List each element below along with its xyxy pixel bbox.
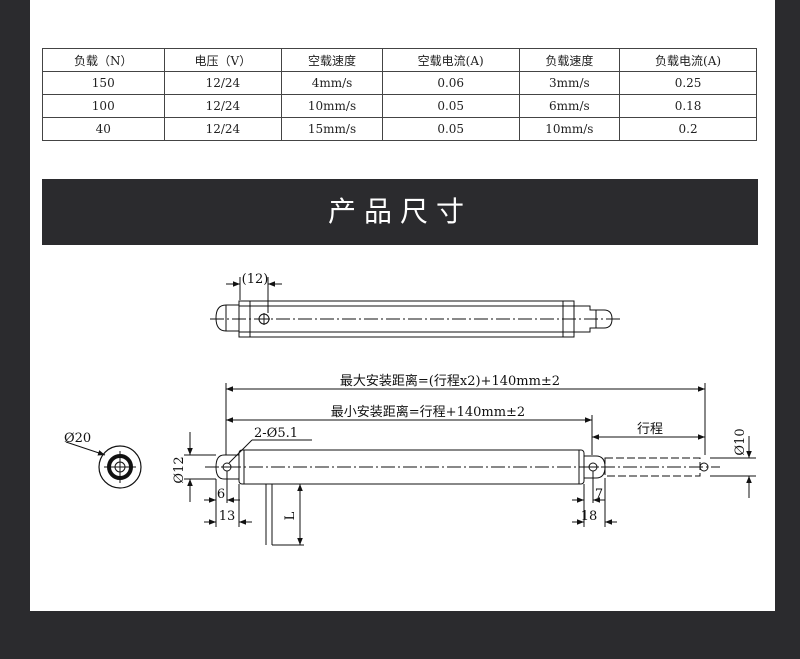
dim-6-13-lines [204, 471, 252, 527]
table-cell: 0.05 [381, 94, 520, 118]
dim-10-lines [710, 436, 756, 498]
table-cell: 150 [42, 71, 165, 95]
table-cell: 100 [42, 94, 165, 118]
header-cell: 空载电流(A) [381, 48, 520, 72]
dim-7-label: 7 [595, 487, 603, 502]
top-view-actuator [210, 277, 620, 338]
dimension-drawing: (12) 最大安装距离=(行程x2)+140mm±2 最小安装距离=行程+140… [64, 272, 756, 546]
table-cell: 4mm/s [281, 71, 383, 95]
dim-L-label: L [283, 511, 298, 520]
section-banner: 产品尺寸 [42, 179, 758, 245]
dim-18-label: 18 [581, 509, 598, 524]
table-cell: 0.25 [619, 71, 757, 95]
table-cell: 10mm/s [518, 117, 621, 141]
table-row: 40 12/24 15mm/s 0.05 10mm/s 0.2 [42, 117, 757, 141]
dim-12-lines [184, 432, 216, 502]
dia-20-label: Ø20 [64, 431, 91, 446]
header-cell: 空载速度 [281, 48, 383, 72]
front-view-actuator [205, 449, 720, 545]
dim-6-label: 6 [217, 487, 225, 502]
header-cell: 负载（N） [42, 48, 165, 72]
table-cell: 15mm/s [281, 117, 383, 141]
header-cell: 负载电流(A) [619, 48, 757, 72]
spec-table: 负载（N） 电压（V） 空载速度 空载电流(A) 负载速度 负载电流(A) 15… [42, 48, 757, 141]
table-row: 100 12/24 10mm/s 0.05 6mm/s 0.18 [42, 94, 757, 118]
table-cell: 3mm/s [518, 71, 621, 95]
table-cell: 12/24 [163, 117, 283, 141]
dim-13-label: 13 [219, 509, 236, 524]
dim-label-top: (12) [242, 272, 269, 287]
dia-12-label: Ø12 [172, 456, 187, 483]
max-install-label: 最大安装距离=(行程x2)+140mm±2 [340, 373, 560, 389]
table-row: 150 12/24 4mm/s 0.06 3mm/s 0.25 [42, 71, 757, 95]
table-cell: 10mm/s [281, 94, 383, 118]
min-install-label: 最小安装距离=行程+140mm±2 [331, 404, 525, 420]
dim-7-18-lines [572, 471, 617, 527]
header-cell: 电压（V） [163, 48, 283, 72]
table-cell: 0.06 [381, 71, 520, 95]
dim-L-lines [272, 483, 304, 546]
section-title: 产品尺寸 [327, 195, 472, 228]
table-header-row: 负载（N） 电压（V） 空载速度 空载电流(A) 负载速度 负载电流(A) [42, 48, 757, 72]
hole-spec-label: 2-Ø5.1 [254, 426, 298, 441]
hole-spec-leader [228, 439, 312, 464]
table-cell: 12/24 [163, 94, 283, 118]
table-cell: 6mm/s [518, 94, 621, 118]
install-dimension-lines [225, 383, 706, 455]
table-cell: 0.18 [619, 94, 757, 118]
header-cell: 负载速度 [518, 48, 621, 72]
stroke-label: 行程 [637, 422, 663, 437]
dia-10-label: Ø10 [733, 428, 748, 455]
table-cell: 40 [42, 117, 165, 141]
end-view-circle [65, 441, 142, 489]
table-cell: 0.2 [619, 117, 757, 141]
table-cell: 0.05 [381, 117, 520, 141]
table-cell: 12/24 [163, 71, 283, 95]
